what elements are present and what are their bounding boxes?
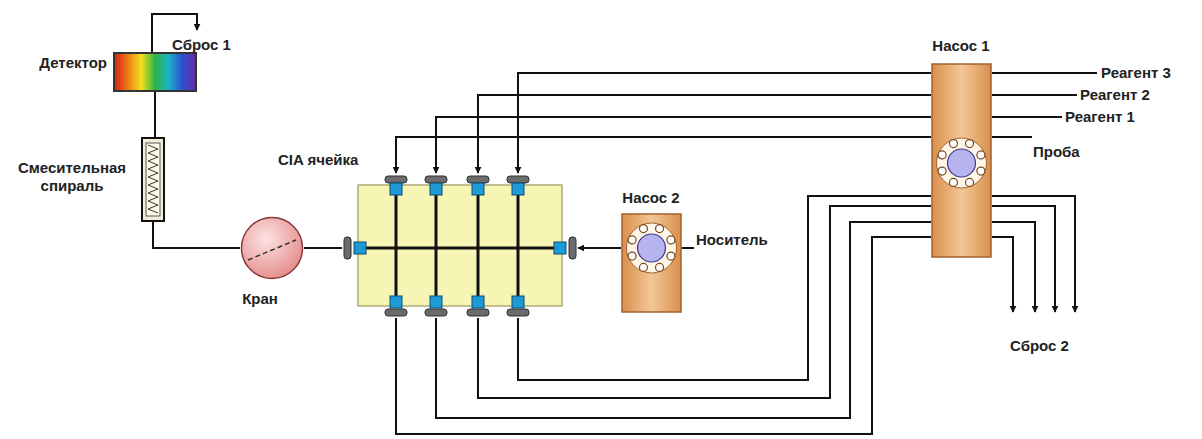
pump-rotor (638, 234, 666, 262)
valve-disc (242, 218, 303, 279)
port-fitting (390, 296, 402, 308)
pump-roller (966, 140, 974, 148)
waste-line (992, 222, 1035, 312)
flow-connector (153, 222, 240, 248)
waste-line (992, 237, 1013, 312)
flow-label: Реагент 2 (1080, 86, 1150, 104)
port-cap (385, 176, 407, 183)
flow-label: Сброс 1 (172, 36, 231, 54)
node-label: Насос 1 (932, 37, 989, 55)
reagent-line (992, 94, 1077, 96)
flow-label: Сброс 2 (1010, 337, 1069, 355)
coil-body (141, 137, 165, 222)
pump-roller (938, 151, 946, 159)
pump-body (621, 213, 682, 313)
cia-cell: CIA ячейка (358, 185, 562, 306)
pump-roller (639, 225, 647, 233)
detector: Детектор (113, 52, 197, 92)
port-cap (467, 176, 489, 183)
flow-connector (478, 95, 931, 173)
pump-roller (628, 236, 636, 244)
port-fitting (554, 242, 566, 254)
pump-roller (949, 178, 957, 186)
flow-connector (578, 247, 621, 249)
port-fitting (390, 183, 402, 195)
flow-connector (396, 137, 931, 173)
port-fitting (430, 296, 442, 308)
flow-label: Носитель (696, 231, 768, 249)
node-label: Кран (242, 290, 278, 308)
carrier-line (682, 247, 694, 249)
pump-roller (656, 263, 664, 271)
port-fitting (354, 242, 366, 254)
port-cap (425, 176, 447, 183)
detector-spectrum (114, 53, 196, 91)
pump-roller (667, 252, 675, 260)
mixing-coil: Смесительная спираль (141, 137, 165, 222)
reagent-line (992, 116, 1062, 118)
pump-roller (639, 263, 647, 271)
port-cap (467, 309, 489, 316)
pump-2: Насос 2 (621, 213, 682, 313)
port-cap (507, 176, 529, 183)
pump-roller (977, 167, 985, 175)
waste-line (992, 196, 1075, 312)
cell-channel (358, 247, 562, 250)
coil-tube (146, 143, 160, 216)
coil-winding (148, 145, 158, 213)
detector-body (113, 52, 197, 92)
port-cap (425, 309, 447, 316)
flow-label: Реагент 1 (1065, 108, 1135, 126)
port-cap (344, 237, 351, 259)
waste-line (992, 206, 1055, 312)
pump-body (931, 63, 992, 258)
sample-line (992, 136, 1032, 138)
pump-roller (656, 225, 664, 233)
reagent-line (992, 72, 1097, 74)
node-label: Насос 2 (622, 189, 679, 207)
port-fitting (512, 183, 524, 195)
flow-connector (518, 73, 931, 173)
node-label: Смесительная спираль (8, 159, 136, 195)
port-fitting (472, 183, 484, 195)
flow-connector (304, 247, 342, 249)
pump-1: Насос 1 (931, 63, 992, 258)
cell-block (358, 185, 562, 306)
pump-head (627, 223, 677, 273)
cell-channel (477, 188, 480, 303)
pump-head (937, 138, 987, 188)
valve: Кран (240, 216, 304, 280)
valve-body (240, 216, 304, 280)
pump-roller (667, 236, 675, 244)
pump-roller (977, 151, 985, 159)
cell-channel (517, 188, 520, 303)
pump-roller (966, 178, 974, 186)
port-fitting (472, 296, 484, 308)
port-cap (569, 237, 576, 259)
pump-housing (932, 64, 991, 257)
pump-housing (622, 214, 681, 312)
port-fitting (430, 183, 442, 195)
flow-connector (154, 92, 156, 137)
pump-roller (938, 167, 946, 175)
pump-rotor (948, 149, 976, 177)
flow-label: Реагент 3 (1101, 64, 1171, 82)
port-cap (385, 309, 407, 316)
port-cap (507, 309, 529, 316)
valve-channel (248, 240, 296, 260)
cell-channel (435, 188, 438, 303)
cell-body (342, 173, 578, 318)
port-fitting (512, 296, 524, 308)
flow-connector (518, 196, 931, 380)
pump-roller (949, 140, 957, 148)
node-label: Детектор (39, 54, 107, 72)
coil-housing (142, 138, 164, 221)
pump-roller (628, 252, 636, 260)
flow-connector (436, 117, 931, 173)
node-label: CIA ячейка (278, 151, 358, 169)
flow-label: Проба (1033, 143, 1080, 161)
cell-channel (395, 188, 398, 303)
